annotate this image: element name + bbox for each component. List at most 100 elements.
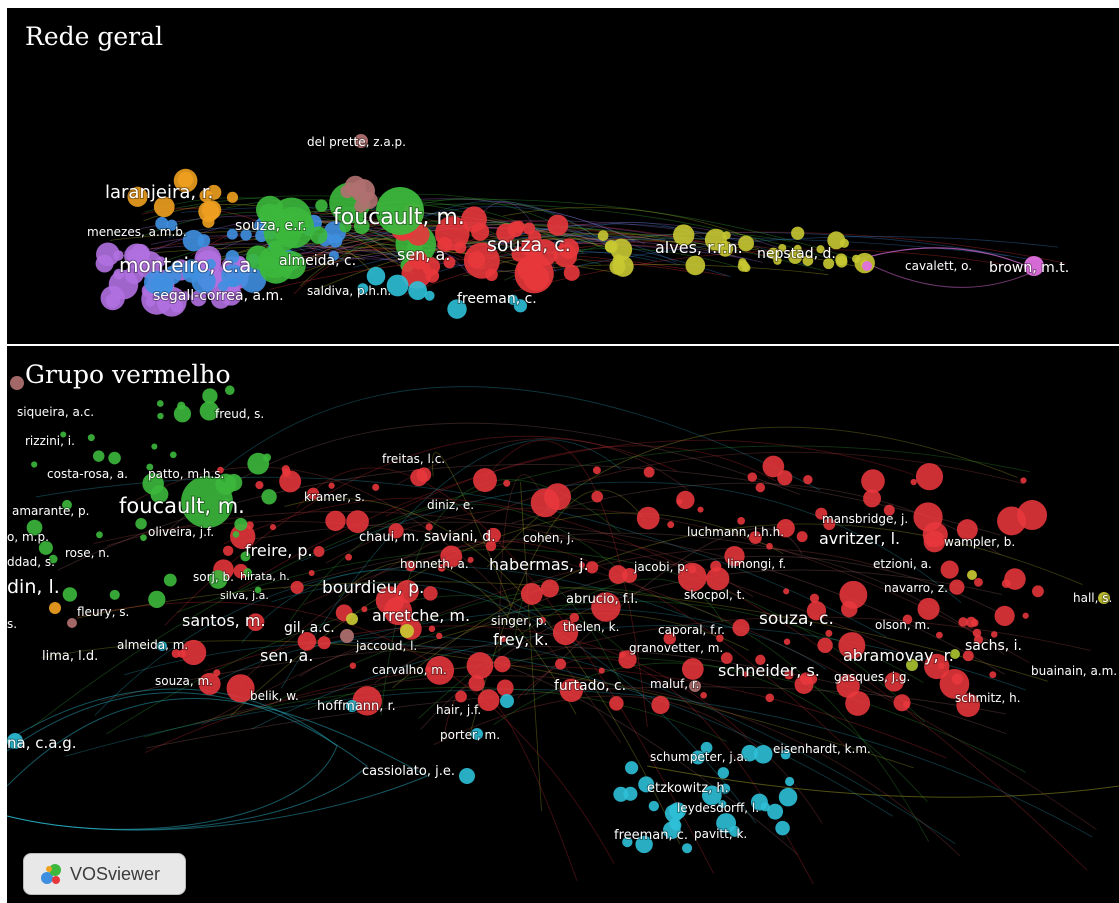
network-node[interactable] bbox=[783, 638, 791, 646]
network-node[interactable] bbox=[685, 255, 706, 276]
network-node[interactable] bbox=[1017, 500, 1048, 531]
author-label[interactable]: hall, s. bbox=[1072, 590, 1113, 606]
network-node[interactable] bbox=[437, 564, 446, 572]
network-node[interactable] bbox=[485, 540, 497, 552]
network-node[interactable] bbox=[788, 249, 803, 264]
network-node[interactable] bbox=[635, 835, 653, 854]
author-label[interactable]: diniz, e. bbox=[426, 497, 475, 513]
network-node[interactable] bbox=[950, 649, 960, 659]
network-node[interactable] bbox=[140, 534, 147, 541]
network-node[interactable] bbox=[317, 636, 331, 650]
author-label[interactable]: sen, a. bbox=[259, 645, 314, 666]
network-node[interactable] bbox=[559, 678, 584, 703]
author-label[interactable]: jaccoud, l. bbox=[354, 638, 418, 654]
network-node[interactable] bbox=[973, 635, 984, 645]
author-label[interactable]: fleury, s. bbox=[76, 604, 130, 620]
author-label[interactable]: freeman, c. bbox=[456, 290, 538, 308]
network-node[interactable] bbox=[604, 240, 618, 254]
author-label[interactable]: schneider, s. bbox=[717, 660, 821, 681]
network-node[interactable] bbox=[622, 836, 633, 848]
network-node[interactable] bbox=[471, 728, 483, 740]
network-node[interactable] bbox=[388, 523, 404, 539]
network-node[interactable] bbox=[96, 531, 103, 539]
author-label[interactable]: freire, p. bbox=[244, 540, 314, 561]
author-label[interactable]: eisenhardt, k.m. bbox=[772, 741, 872, 757]
author-label[interactable]: schmitz, h. bbox=[954, 690, 1022, 706]
network-node[interactable] bbox=[555, 658, 567, 670]
network-node[interactable] bbox=[823, 257, 835, 270]
network-node[interactable] bbox=[780, 749, 791, 760]
network-node[interactable] bbox=[113, 250, 124, 261]
network-node[interactable] bbox=[989, 671, 997, 679]
network-node[interactable] bbox=[271, 197, 312, 238]
author-label[interactable]: singer, p. bbox=[490, 613, 548, 629]
network-node[interactable] bbox=[395, 580, 419, 604]
network-node[interactable] bbox=[755, 482, 766, 493]
network-node[interactable] bbox=[346, 613, 358, 625]
author-label[interactable]: cassiolato, j.e. bbox=[361, 763, 456, 780]
network-node[interactable] bbox=[282, 468, 291, 478]
network-node[interactable] bbox=[153, 196, 175, 218]
author-label[interactable]: sen, a. bbox=[396, 244, 451, 265]
author-label[interactable]: porter, m. bbox=[439, 727, 501, 743]
author-label[interactable]: gil, a.c. bbox=[283, 619, 336, 637]
author-label[interactable]: olson, m. bbox=[874, 617, 931, 633]
network-node[interactable] bbox=[467, 251, 486, 269]
author-label[interactable]: freitas, l.c. bbox=[381, 451, 446, 467]
author-label[interactable]: abramovay, r. bbox=[842, 645, 955, 666]
network-node[interactable] bbox=[26, 519, 43, 536]
network-node[interactable] bbox=[109, 589, 120, 600]
author-label[interactable]: foucault, m. bbox=[118, 493, 246, 519]
network-node[interactable] bbox=[974, 577, 983, 587]
author-label[interactable]: lima, l.d. bbox=[41, 648, 99, 665]
overall-network-panel[interactable]: Rede geral del prette, z.a.p.laranjeira,… bbox=[7, 8, 1119, 344]
network-node[interactable] bbox=[776, 519, 795, 538]
network-node[interactable] bbox=[591, 592, 621, 622]
network-node[interactable] bbox=[38, 540, 53, 555]
network-node[interactable] bbox=[222, 545, 234, 556]
network-node[interactable] bbox=[240, 551, 251, 562]
network-node[interactable] bbox=[313, 545, 325, 558]
author-label[interactable]: arretche, m. bbox=[371, 605, 471, 626]
author-label[interactable]: kramer, s. bbox=[303, 489, 366, 505]
author-label[interactable]: souza, c. bbox=[758, 608, 835, 630]
network-node[interactable] bbox=[345, 553, 353, 561]
network-node[interactable] bbox=[425, 666, 432, 673]
network-node[interactable] bbox=[806, 601, 827, 621]
network-node[interactable] bbox=[182, 264, 201, 283]
network-node[interactable] bbox=[940, 560, 959, 579]
network-node[interactable] bbox=[162, 265, 182, 285]
author-label[interactable]: wampler, b. bbox=[943, 534, 1016, 550]
network-node[interactable] bbox=[767, 803, 784, 820]
network-node[interactable] bbox=[643, 466, 655, 478]
network-node[interactable] bbox=[664, 804, 683, 823]
network-node[interactable] bbox=[468, 675, 485, 692]
network-node[interactable] bbox=[613, 786, 629, 802]
network-node[interactable] bbox=[638, 776, 655, 793]
network-node[interactable] bbox=[383, 596, 413, 626]
network-node[interactable] bbox=[794, 675, 814, 694]
network-node[interactable] bbox=[352, 686, 382, 716]
author-label[interactable]: gasques, j.g. bbox=[833, 669, 911, 685]
network-node[interactable] bbox=[883, 504, 895, 516]
author-label[interactable]: bourdieu, p. bbox=[321, 577, 425, 599]
network-node[interactable] bbox=[366, 266, 386, 286]
network-node[interactable] bbox=[228, 276, 239, 288]
network-node[interactable] bbox=[500, 694, 514, 708]
network-node[interactable] bbox=[884, 672, 904, 692]
network-node[interactable] bbox=[255, 481, 264, 490]
network-node[interactable] bbox=[208, 570, 228, 589]
network-node[interactable] bbox=[440, 545, 463, 568]
vosviewer-badge[interactable]: VOSviewer bbox=[23, 853, 186, 895]
author-label[interactable]: rizzini, i. bbox=[24, 433, 76, 449]
author-label[interactable]: souza, m. bbox=[154, 673, 214, 689]
network-node[interactable] bbox=[938, 662, 945, 670]
network-node[interactable] bbox=[425, 523, 433, 531]
network-node[interactable] bbox=[690, 750, 705, 765]
author-label[interactable]: del prette, z.a.p. bbox=[306, 134, 407, 150]
network-node[interactable] bbox=[815, 507, 828, 520]
network-node[interactable] bbox=[226, 674, 255, 703]
network-node[interactable] bbox=[609, 696, 624, 711]
network-node[interactable] bbox=[156, 400, 164, 407]
author-label[interactable]: hair, j.f. bbox=[435, 702, 482, 718]
